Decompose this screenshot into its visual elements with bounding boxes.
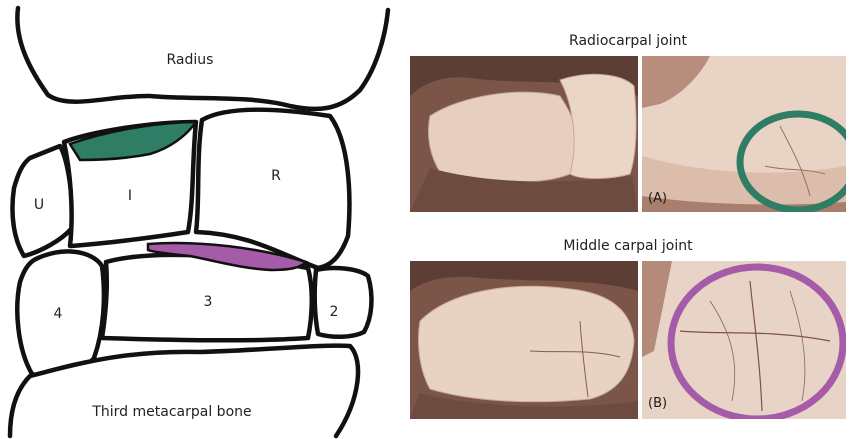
second-label: 2	[330, 304, 339, 320]
ulnar-label: U	[34, 197, 44, 213]
metacarpal-label: Third metacarpal bone	[91, 404, 251, 420]
intermediate-label: I	[128, 188, 132, 204]
middle-carpal-photo: (B)	[410, 261, 846, 419]
middle-carpal-title: Middle carpal joint	[412, 238, 844, 254]
radial-label: R	[271, 168, 281, 184]
carpal-diagram: Radius U I R 4 3 2 Third metacarpal bone	[0, 0, 400, 439]
radiocarpal-title: Radiocarpal joint	[412, 33, 844, 49]
third-label: 3	[204, 294, 213, 310]
radiocarpal-tag: (A)	[648, 191, 667, 206]
radius-label: Radius	[167, 52, 214, 68]
radiocarpal-photo: (A)	[410, 56, 846, 212]
middle-carpal-tag: (B)	[648, 396, 667, 411]
second-carpal-bone	[315, 268, 372, 337]
fourth-label: 4	[54, 306, 63, 322]
